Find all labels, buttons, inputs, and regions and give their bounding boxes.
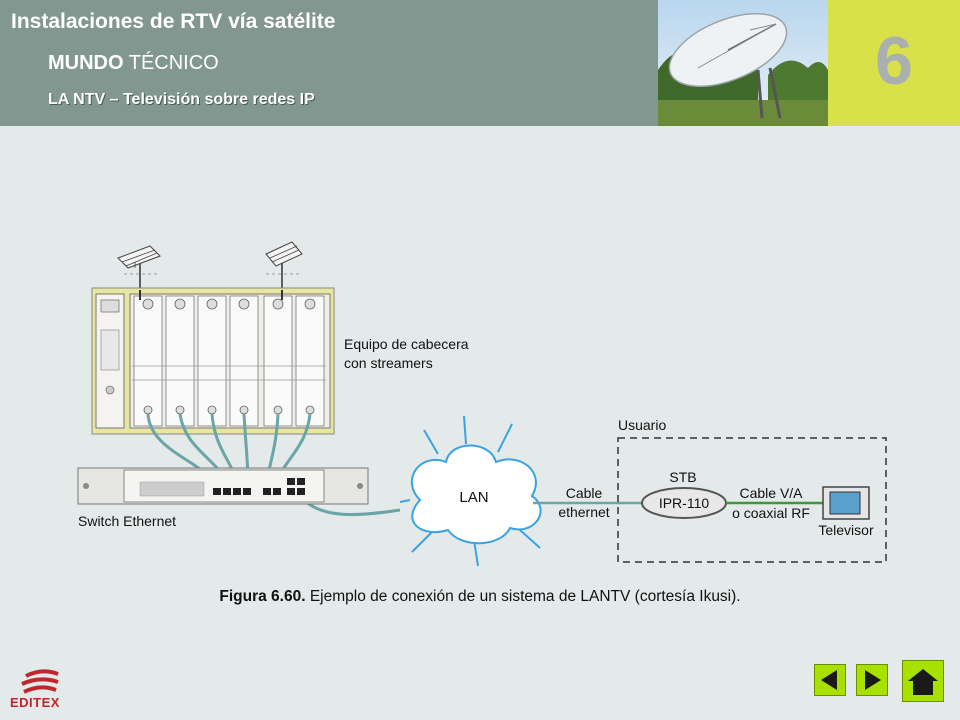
chapter-tab: 6 <box>828 0 960 126</box>
next-button[interactable] <box>856 664 888 696</box>
chapter-number: 6 <box>875 23 913 99</box>
user-box <box>617 437 887 563</box>
next-arrow-icon <box>865 670 881 690</box>
lantv-diagram: LAN Cable ethernet Usuario STB IPR-110 C… <box>77 241 887 567</box>
caption-text: Ejemplo de conexión de un sistema de LAN… <box>305 588 741 605</box>
page-title: Instalaciones de RTV vía satélite <box>11 10 336 33</box>
antenna-icon <box>265 241 303 290</box>
lan-cloud <box>399 415 542 567</box>
stb-label: STB <box>669 469 696 485</box>
tv-label: Televisor <box>818 522 874 538</box>
lan-label: LAN <box>459 489 488 506</box>
headend-rack <box>91 287 335 435</box>
headend-label-line2: con streamers <box>344 355 433 371</box>
figure-caption: Figura 6.60. Ejemplo de conexión de un s… <box>0 588 960 606</box>
caption-bold: Figura 6.60. <box>219 588 306 605</box>
header-band: Instalaciones de RTV vía satélite MUNDO … <box>0 0 658 126</box>
stb-model: IPR-110 <box>659 495 710 511</box>
switch-label: Switch Ethernet <box>78 513 176 529</box>
television-icon <box>822 486 870 520</box>
logo-text: EDITEX <box>10 695 60 710</box>
header: Instalaciones de RTV vía satélite MUNDO … <box>0 0 960 126</box>
cable-label-line1: Cable <box>566 485 603 501</box>
home-icon <box>908 669 938 695</box>
editex-logo: EDITEX <box>10 669 60 710</box>
headend-label-line1: Equipo de cabecera <box>344 336 469 352</box>
section-title-bold: MUNDO <box>48 52 124 74</box>
home-button[interactable] <box>902 660 944 702</box>
topic-title: LA NTV – Televisión sobre redes IP <box>48 91 315 108</box>
cable-label-line2: ethernet <box>558 504 609 520</box>
prev-button[interactable] <box>814 664 846 696</box>
switch-ethernet-device <box>77 467 369 505</box>
user-box-label: Usuario <box>618 417 666 433</box>
av-cable-line2: o coaxial RF <box>732 505 810 521</box>
section-title: MUNDO TÉCNICO <box>48 52 219 75</box>
av-cable-line1: Cable V/A <box>739 485 803 501</box>
satellite-dish-photo <box>658 0 828 126</box>
section-title-rest: TÉCNICO <box>123 52 219 74</box>
prev-arrow-icon <box>821 670 837 690</box>
antenna-icon <box>117 245 161 290</box>
